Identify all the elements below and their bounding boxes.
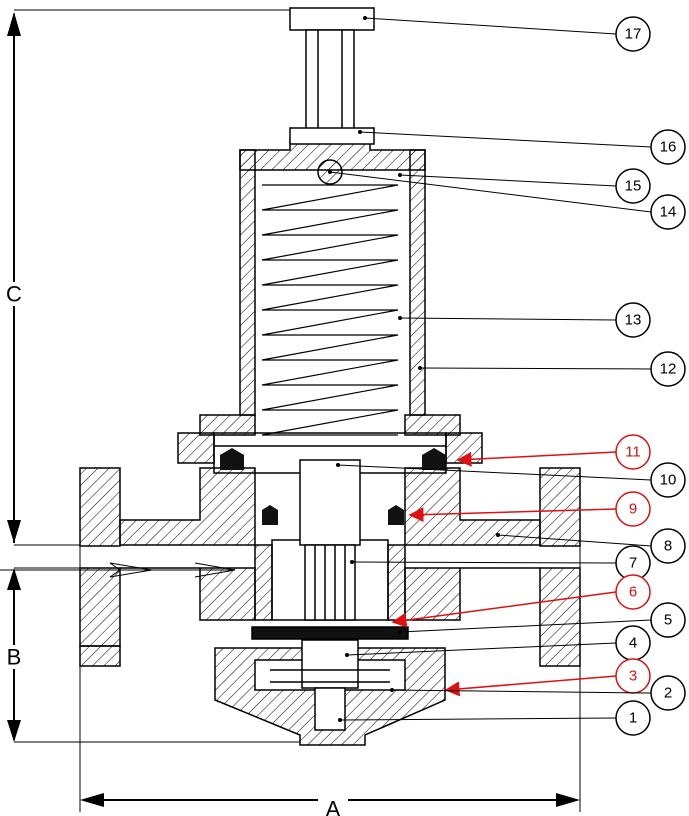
callout-circle-12 [650,351,686,387]
leader-dot-8 [496,533,500,537]
callout-2: 2 [390,675,686,711]
callout-number-15: 15 [625,178,642,195]
callout-circle-11 [615,434,651,470]
leader-dot-1 [338,718,342,722]
leader-dot-4 [345,653,349,657]
leader-dot-16 [358,130,362,134]
callout-number-3: 3 [629,668,637,685]
main-spring [261,184,399,436]
callout-15: 15 [398,168,651,204]
callout-circle-14 [650,194,686,230]
dimension-c-label: C [6,282,22,307]
leader-dot-17 [363,16,367,20]
dimension-b-label: B [7,645,22,670]
leader-line-1 [339,717,617,721]
leader-line-15 [399,174,617,187]
leader-dot-2 [390,688,394,692]
leader-line-4 [346,642,617,656]
valve-body [79,467,581,746]
adjusting-screw [289,7,375,185]
callout-circle-17 [615,16,651,52]
leader-line-14 [329,171,652,213]
callout-circle-10 [650,462,686,498]
callout-12: 12 [418,351,686,387]
dimension-c: C [3,9,290,546]
callout-6: 6 [391,574,651,628]
callout-number-17: 17 [625,26,642,43]
leader-line-9 [408,507,617,523]
callout-circle-13 [615,302,651,338]
callout-8: 8 [496,528,686,564]
callout-number-9: 9 [629,501,637,518]
callout-circle-1 [615,700,651,736]
leader-dot-5 [398,630,402,634]
callout-circle-5 [650,602,686,638]
leader-line-12 [419,367,652,370]
callout-number-7: 7 [629,555,637,572]
callout-number-5: 5 [664,612,672,629]
leader-line-2 [391,689,652,694]
dimension-b: B [3,567,300,743]
leader-dot-14 [328,170,332,174]
leader-line-3 [444,675,617,697]
callout-11: 11 [456,434,651,470]
leader-line-16 [359,131,652,148]
callout-3: 3 [444,658,651,697]
callout-5: 5 [398,602,686,638]
callout-4: 4 [345,625,651,661]
callout-number-4: 4 [629,635,637,652]
callout-circle-6 [615,574,651,610]
dimension-a: A [79,535,581,816]
leader-line-5 [399,619,652,633]
callout-number-11: 11 [625,444,641,461]
callout-14: 14 [328,170,686,230]
callout-7: 7 [350,545,651,581]
leader-line-6 [391,591,617,628]
callout-layer: 17 16 15 14 13 12 11 10 9 8 7 6 5 4 3 2 1 [328,16,686,736]
callout-number-16: 16 [660,139,677,156]
callout-10: 10 [336,462,686,498]
callout-circle-15 [615,168,651,204]
callout-1: 1 [338,700,651,736]
leader-dot-10 [336,463,340,467]
callout-16: 16 [358,129,686,165]
callout-number-2: 2 [664,685,672,702]
leader-dot-13 [398,316,402,320]
callout-circle-8 [650,528,686,564]
callout-number-6: 6 [629,584,637,601]
dimension-a-label: A [326,797,341,816]
callout-number-14: 14 [660,204,677,221]
callout-number-10: 10 [660,472,677,489]
flow-direction-arrow [0,562,236,578]
callout-number-1: 1 [629,710,637,727]
leader-line-11 [456,451,617,467]
seals [220,448,446,525]
leader-dot-7 [350,560,354,564]
callout-number-13: 13 [625,312,642,329]
callout-circle-2 [650,675,686,711]
leader-dot-12 [418,366,422,370]
callout-circle-16 [650,129,686,165]
callout-17: 17 [363,16,651,52]
callout-circle-9 [615,491,651,527]
leader-line-17 [364,17,617,35]
leader-line-10 [337,464,652,481]
leader-line-13 [399,317,617,321]
leader-line-7 [351,561,617,564]
piston-stem [251,459,409,731]
callout-9: 9 [408,491,651,527]
callout-number-8: 8 [664,538,672,555]
leader-line-8 [497,534,652,547]
callout-number-12: 12 [660,361,677,378]
callout-13: 13 [398,302,651,338]
leader-dot-15 [398,173,402,177]
